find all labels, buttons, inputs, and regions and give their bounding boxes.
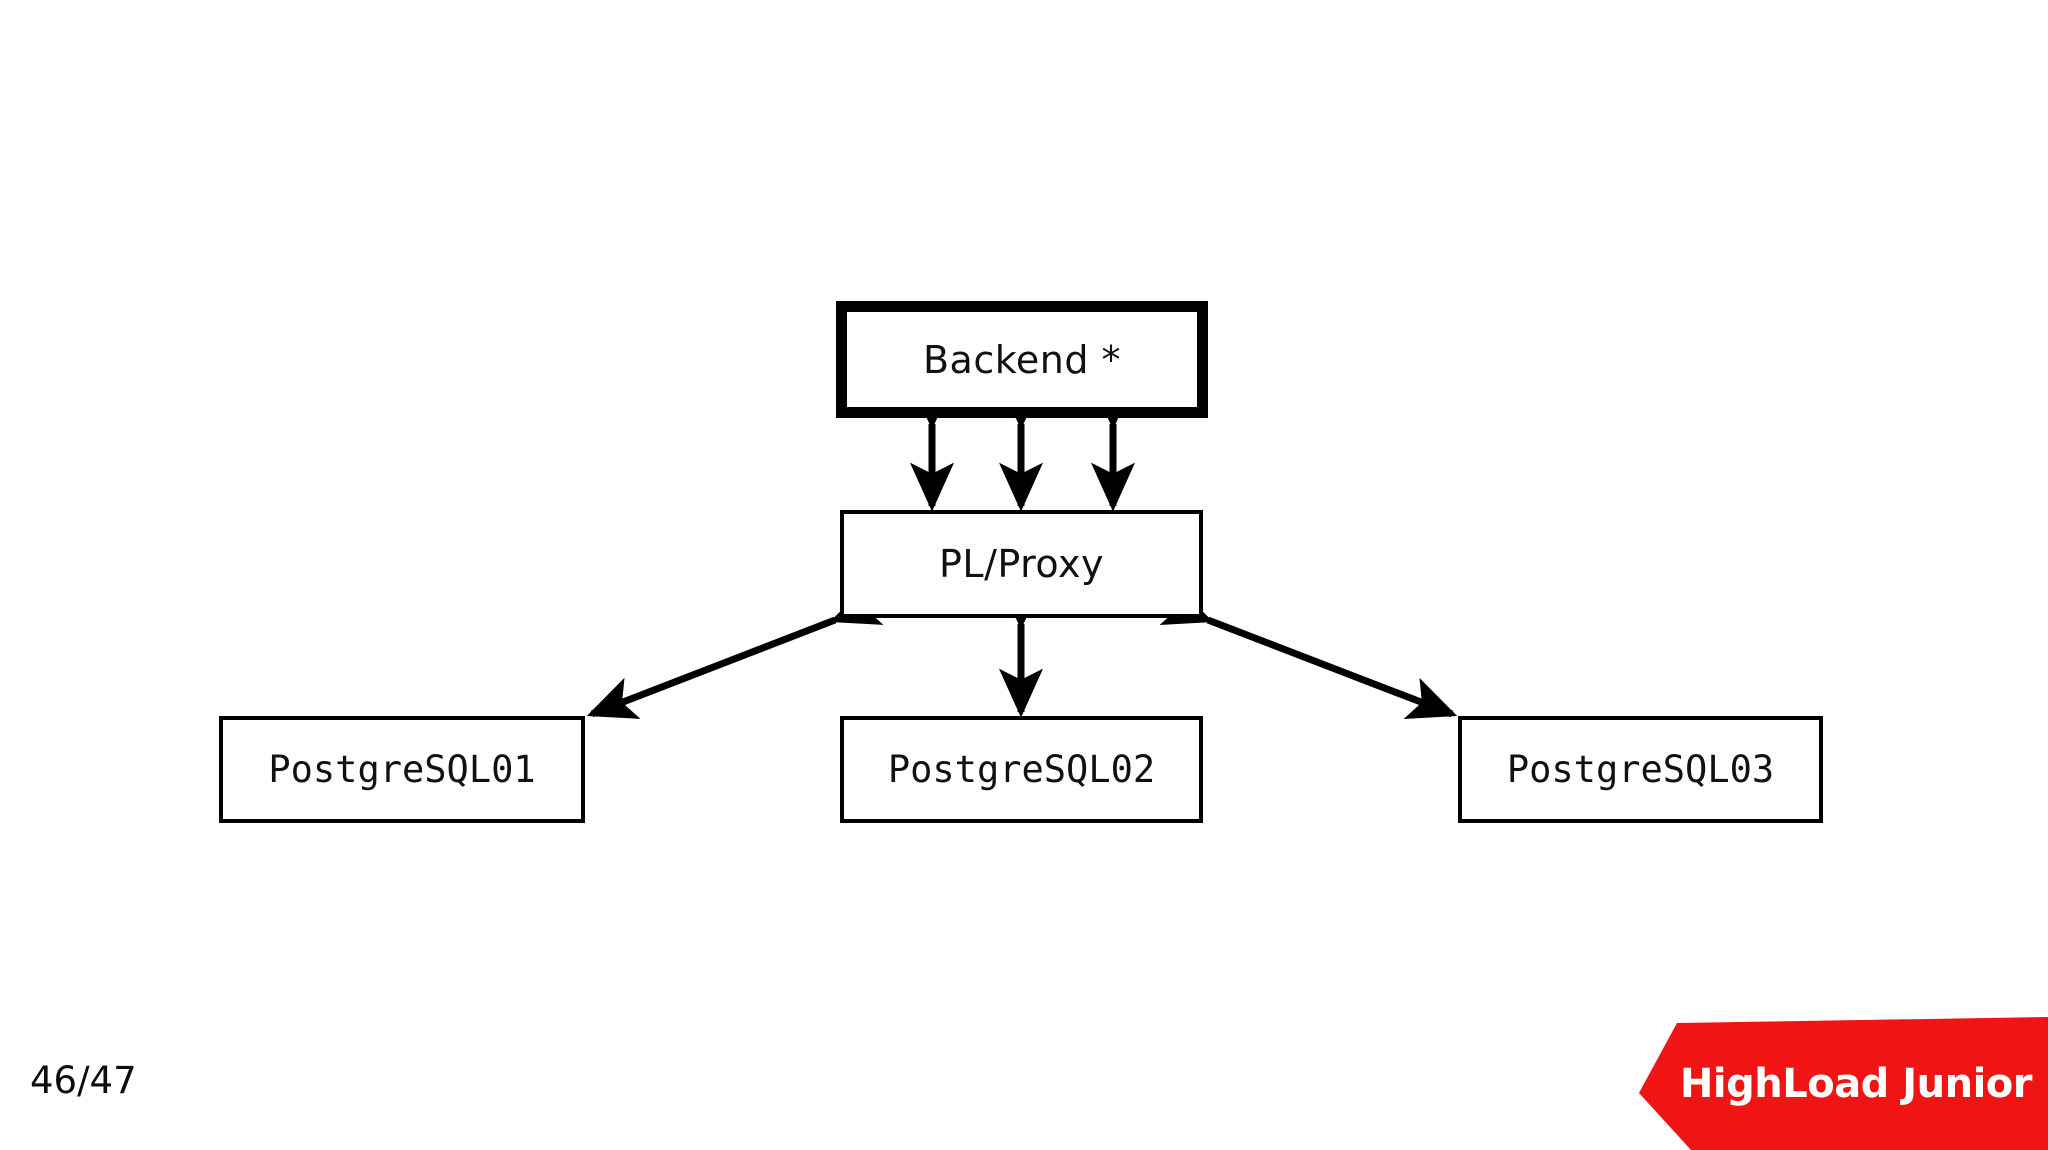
node-backend[interactable]: Backend *: [836, 301, 1208, 418]
brand-banner: HighLoad Junior: [1639, 1017, 2048, 1150]
connector-plproxy-postgres01: [586, 583, 884, 719]
node-plproxy-label: PL/Proxy: [939, 542, 1104, 586]
page-number: 46/47: [30, 1059, 137, 1102]
node-postgresql02-label: PostgreSQL02: [887, 748, 1156, 791]
node-postgresql02[interactable]: PostgreSQL02: [840, 716, 1203, 823]
node-backend-label: Backend *: [922, 337, 1122, 382]
node-plproxy[interactable]: PL/Proxy: [840, 510, 1203, 618]
node-postgresql01-label: PostgreSQL01: [268, 748, 536, 791]
node-postgresql01[interactable]: PostgreSQL01: [219, 716, 585, 823]
connector-plproxy-postgres03: [1159, 583, 1458, 719]
brand-name: HighLoad Junior: [1679, 1060, 2033, 1107]
brand-banner-shape: [1639, 1017, 2048, 1150]
node-postgresql03[interactable]: PostgreSQL03: [1458, 716, 1823, 823]
node-postgresql03-label: PostgreSQL03: [1506, 748, 1775, 791]
